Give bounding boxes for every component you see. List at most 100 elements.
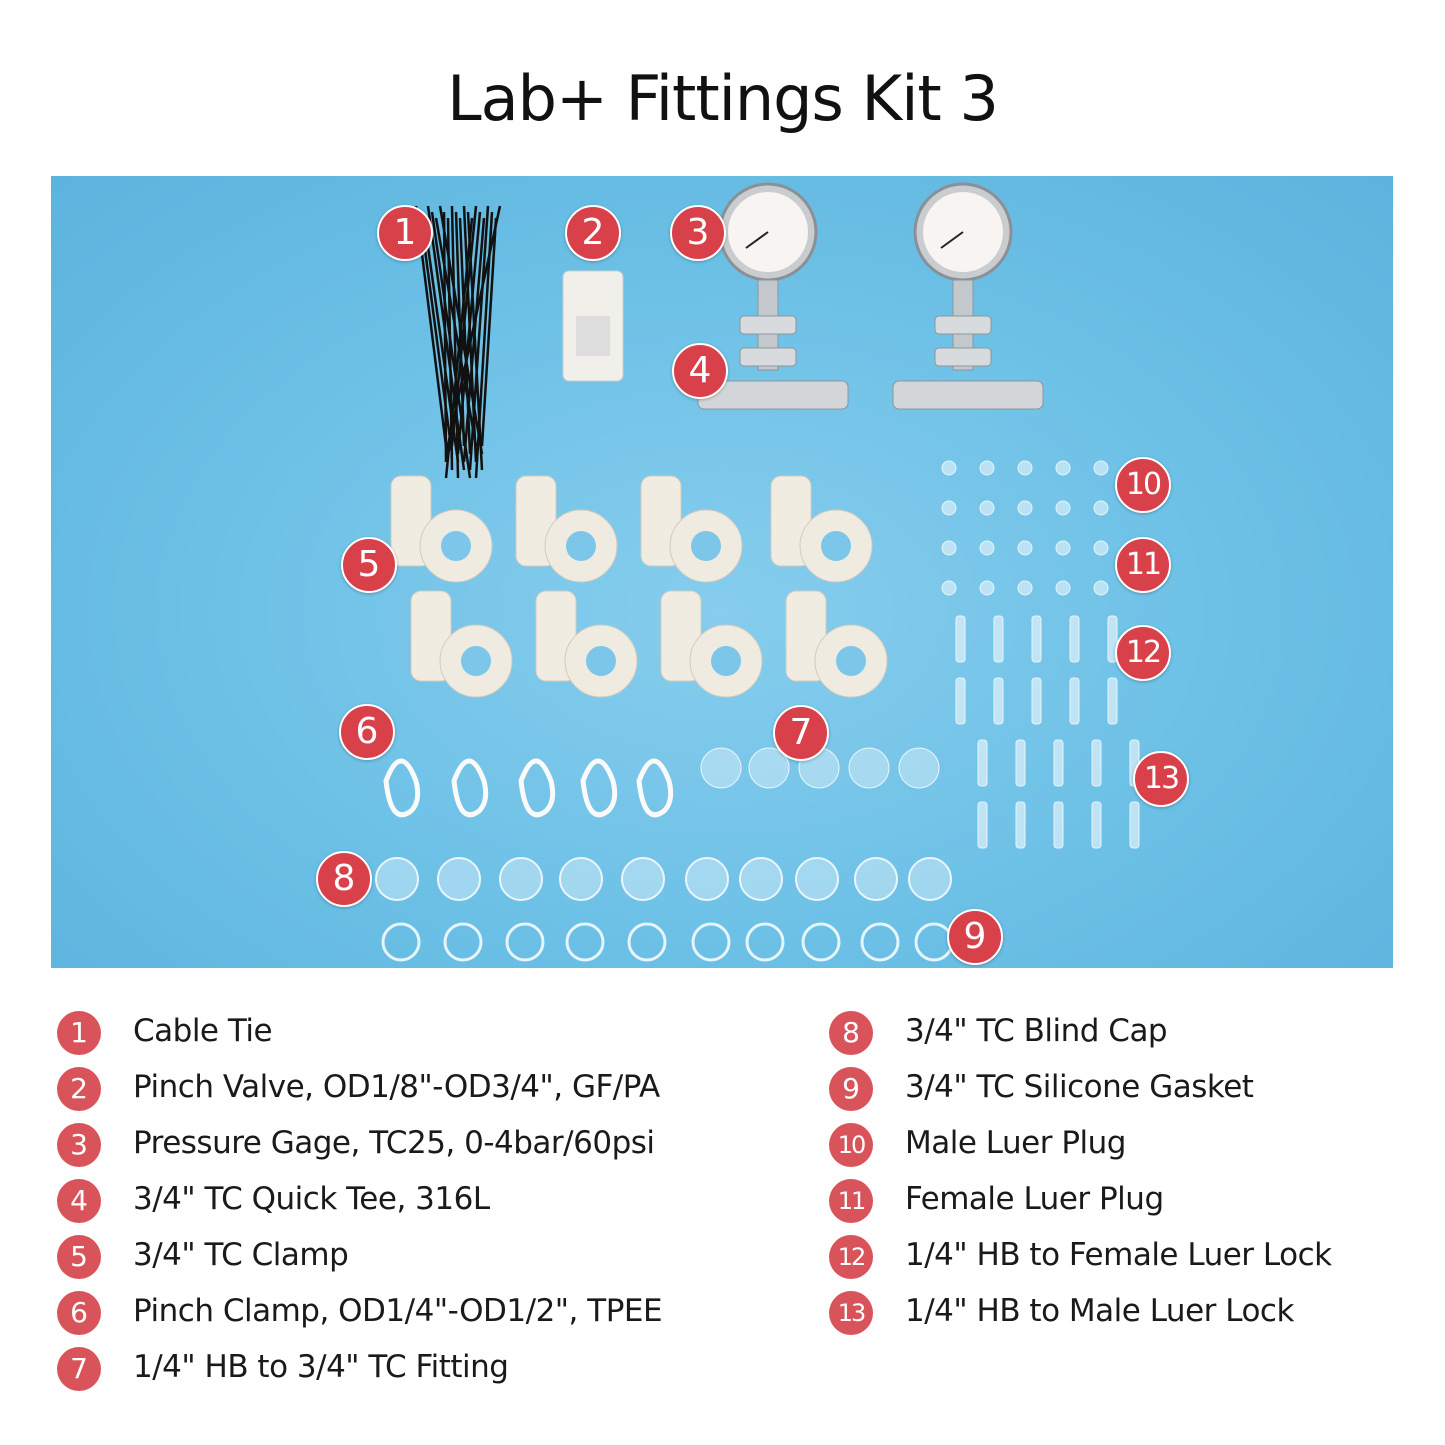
- female-luer-plug: [1093, 540, 1109, 556]
- female-luer-plug: [1055, 540, 1071, 556]
- callout-9: 9: [947, 909, 1003, 965]
- tc-clamp-hole: [691, 531, 721, 561]
- tc-clamp-hole: [566, 531, 596, 561]
- blind-cap: [854, 857, 898, 901]
- legend-number-badge: 2: [57, 1067, 101, 1111]
- callout-8: 8: [316, 851, 372, 907]
- callout-2: 2: [565, 205, 621, 261]
- pinch-clamp: [580, 758, 618, 818]
- hb-male-luer-lock: [1015, 801, 1026, 849]
- blind-cap: [795, 857, 839, 901]
- callout-12: 12: [1115, 625, 1171, 681]
- cable-tie: [456, 211, 482, 455]
- silicone-gasket: [860, 922, 900, 962]
- tc-ferrule: [739, 315, 797, 335]
- callout-3: 3: [670, 205, 726, 261]
- legend-number-badge: 5: [57, 1235, 101, 1279]
- pinch-clamp: [451, 758, 489, 818]
- male-luer-plug: [979, 460, 995, 476]
- male-luer-plug: [1055, 500, 1071, 516]
- hb-female-luer-lock: [955, 677, 966, 725]
- legend-label: 3/4" TC Blind Cap: [905, 1013, 1168, 1049]
- cable-tie: [480, 217, 498, 447]
- legend-label: Pinch Valve, OD1/8"-OD3/4", GF/PA: [133, 1069, 660, 1105]
- hb-female-luer-lock: [1107, 615, 1118, 663]
- silicone-gasket: [565, 922, 605, 962]
- legend-number-badge: 4: [57, 1179, 101, 1223]
- female-luer-plug: [1017, 580, 1033, 596]
- hb-female-luer-lock: [1031, 615, 1042, 663]
- silicone-gasket: [381, 922, 421, 962]
- legend-label: Male Luer Plug: [905, 1125, 1126, 1161]
- gauge-needle: [940, 231, 964, 249]
- product-illustration: [375, 182, 1140, 962]
- legend-number-badge: 12: [829, 1235, 873, 1279]
- hb-male-luer-lock: [1053, 739, 1064, 787]
- male-luer-plug: [1017, 460, 1033, 476]
- blind-cap: [559, 857, 603, 901]
- legend-number-badge: 13: [829, 1291, 873, 1335]
- legend-number-badge: 8: [829, 1011, 873, 1055]
- pinch-clamp: [383, 758, 421, 818]
- silicone-gasket: [627, 922, 667, 962]
- female-luer-plug: [1017, 540, 1033, 556]
- legend-label: 1/4" HB to Male Luer Lock: [905, 1293, 1294, 1329]
- tc-ferrule: [934, 347, 992, 367]
- pinch-clamp: [518, 758, 556, 818]
- hb-female-luer-lock: [1107, 677, 1118, 725]
- male-luer-plug: [1093, 500, 1109, 516]
- silicone-gasket: [443, 922, 483, 962]
- pinch-valve-window: [576, 316, 610, 356]
- female-luer-plug: [1055, 580, 1071, 596]
- callout-1: 1: [377, 205, 433, 261]
- hb-female-luer-lock: [1031, 677, 1042, 725]
- hb-male-luer-lock: [977, 801, 988, 849]
- hb-female-luer-lock: [993, 615, 1004, 663]
- hb-tc-fitting: [898, 747, 940, 789]
- page-title: Lab+ Fittings Kit 3: [447, 62, 999, 135]
- product-photo: [51, 176, 1393, 968]
- female-luer-plug: [979, 540, 995, 556]
- hb-female-luer-lock: [1069, 677, 1080, 725]
- quick-tee: [892, 380, 1044, 410]
- legend-label: 3/4" TC Silicone Gasket: [905, 1069, 1254, 1105]
- legend-label: Cable Tie: [133, 1013, 273, 1049]
- hb-female-luer-lock: [993, 677, 1004, 725]
- tc-clamp-hole: [836, 646, 866, 676]
- female-luer-plug: [941, 540, 957, 556]
- legend-number-badge: 3: [57, 1123, 101, 1167]
- blind-cap: [739, 857, 783, 901]
- hb-male-luer-lock: [1091, 801, 1102, 849]
- blind-cap: [499, 857, 543, 901]
- hb-male-luer-lock: [1053, 801, 1064, 849]
- hb-male-luer-lock: [1015, 739, 1026, 787]
- male-luer-plug: [1017, 500, 1033, 516]
- callout-5: 5: [341, 537, 397, 593]
- callout-6: 6: [339, 704, 395, 760]
- tc-ferrule: [934, 315, 992, 335]
- female-luer-plug: [1093, 580, 1109, 596]
- silicone-gasket: [801, 922, 841, 962]
- legend-label: 1/4" HB to Female Luer Lock: [905, 1237, 1332, 1273]
- legend-label: Pressure Gage, TC25, 0-4bar/60psi: [133, 1125, 655, 1161]
- male-luer-plug: [1093, 460, 1109, 476]
- cable-tie: [444, 205, 502, 455]
- female-luer-plug: [941, 580, 957, 596]
- legend-label: 3/4" TC Clamp: [133, 1237, 349, 1273]
- callout-13: 13: [1133, 751, 1189, 807]
- hb-male-luer-lock: [1129, 801, 1140, 849]
- male-luer-plug: [979, 500, 995, 516]
- blind-cap: [908, 857, 952, 901]
- male-luer-plug: [941, 500, 957, 516]
- hb-female-luer-lock: [1069, 615, 1080, 663]
- legend-label: Female Luer Plug: [905, 1181, 1164, 1217]
- tc-ferrule: [739, 347, 797, 367]
- cable-tie: [450, 205, 460, 479]
- blind-cap: [685, 857, 729, 901]
- female-luer-plug: [979, 580, 995, 596]
- legend-label: Pinch Clamp, OD1/4"-OD1/2", TPEE: [133, 1293, 663, 1329]
- legend-number-badge: 1: [57, 1011, 101, 1055]
- legend-number-badge: 6: [57, 1291, 101, 1335]
- legend-number-badge: 10: [829, 1123, 873, 1167]
- legend-number-badge: 9: [829, 1067, 873, 1111]
